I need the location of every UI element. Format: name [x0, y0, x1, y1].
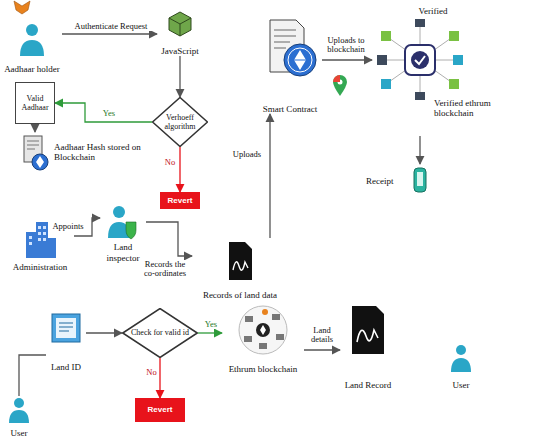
edge-label: Yes — [202, 320, 220, 329]
node-label: Land Record — [340, 380, 396, 390]
edge-label: Records the co-ordinates — [140, 260, 190, 279]
node-label: JavaScript — [157, 46, 203, 56]
storage-node: Aadhaar Hash stored on Blockchain — [22, 132, 144, 176]
node-label: Valid Aadhaar — [16, 94, 54, 112]
receipt-icon — [414, 168, 426, 192]
blockchain-node: Ethrum blockchain — [222, 302, 304, 374]
diamond-shape — [153, 98, 208, 147]
ethereum-network-icon — [239, 306, 287, 354]
node-label: Verhoeff algorithm — [152, 113, 208, 131]
node-label: Verified — [372, 6, 494, 16]
flow-arrow — [179, 56, 180, 97]
edge-label: Authenticate Request — [66, 22, 156, 31]
diamond-shape — [123, 309, 197, 358]
node-label: Check for valid id — [122, 328, 198, 337]
id-node: Land ID — [46, 312, 86, 372]
flow-arrow — [146, 222, 192, 256]
edge-label: No — [163, 158, 177, 167]
contract-node: Smart Contract — [258, 18, 322, 114]
user-icon — [9, 398, 29, 423]
flow-arrow — [159, 358, 160, 398]
flow-arrow — [198, 332, 222, 333]
flow-arrow — [34, 124, 35, 132]
node-label: User — [440, 380, 482, 390]
actor-node: Aadhaar holder — [2, 22, 62, 74]
fox-icon — [14, 1, 30, 14]
edge-label: Land details — [307, 326, 337, 345]
node-label: Aadhaar holder — [2, 64, 62, 74]
node-label: Aadhaar Hash stored on Blockchain — [54, 142, 142, 163]
node-label: Smart Contract — [258, 104, 322, 114]
land-id-card-icon — [52, 314, 80, 342]
decision-diamond: Verhoeff algorithm — [152, 97, 208, 147]
node-label: Receipt — [366, 176, 410, 186]
blockchain-node: VerifiedVerified ethrum blockchain — [372, 6, 494, 136]
edge-label: No — [145, 368, 158, 377]
actor-node: Land inspector — [100, 203, 146, 263]
decision-diamond: Check for valid id — [122, 308, 198, 358]
edge-label: Appoints — [50, 222, 86, 231]
land-data-document-icon — [229, 242, 252, 280]
flow-arrow — [419, 136, 420, 164]
node-label: User — [2, 428, 36, 438]
node-label: Ethrum blockchain — [222, 364, 304, 374]
verified-network-icon — [377, 19, 463, 100]
node-label: Revert — [146, 405, 175, 414]
node-label: Land ID — [46, 362, 86, 372]
revert-box: Revert — [160, 192, 200, 209]
smart-contract-icon — [270, 20, 316, 76]
document-node: Records of land data — [192, 238, 288, 300]
document-node: Land Record — [340, 302, 396, 390]
edge-label: Yes — [100, 109, 118, 118]
flow-arrow — [304, 349, 340, 350]
javascript-cube-icon — [169, 12, 191, 36]
flow-arrow — [19, 355, 46, 396]
flow-arrow — [86, 332, 122, 333]
node-label: Verified ethrum blockchain — [434, 98, 492, 119]
map-pin-icon — [333, 75, 347, 96]
flow-arrow — [269, 114, 270, 238]
node-label: Records of land data — [192, 290, 288, 300]
edge-label: Uploads — [228, 150, 266, 159]
hash-document-icon — [24, 136, 48, 170]
flow-arrow — [55, 103, 152, 122]
flow-arrow — [322, 59, 372, 60]
edge-label: Uploads to blockchain — [323, 36, 369, 55]
inspector-icon — [108, 206, 136, 239]
flow-arrow — [62, 33, 157, 34]
node-label: Administration — [6, 262, 74, 272]
receipt-node: Receipt — [366, 164, 436, 198]
land-record-document-icon — [352, 306, 384, 354]
node-label: Revert — [166, 196, 195, 205]
actor-node: User — [2, 396, 36, 438]
user-icon — [451, 345, 471, 372]
process-box: Valid Aadhaar — [15, 82, 55, 124]
script-node: JavaScript — [157, 8, 203, 56]
actor-node: User — [440, 342, 482, 390]
revert-box: Revert — [135, 398, 185, 422]
flow-arrow — [179, 147, 180, 192]
person-icon — [20, 24, 44, 56]
